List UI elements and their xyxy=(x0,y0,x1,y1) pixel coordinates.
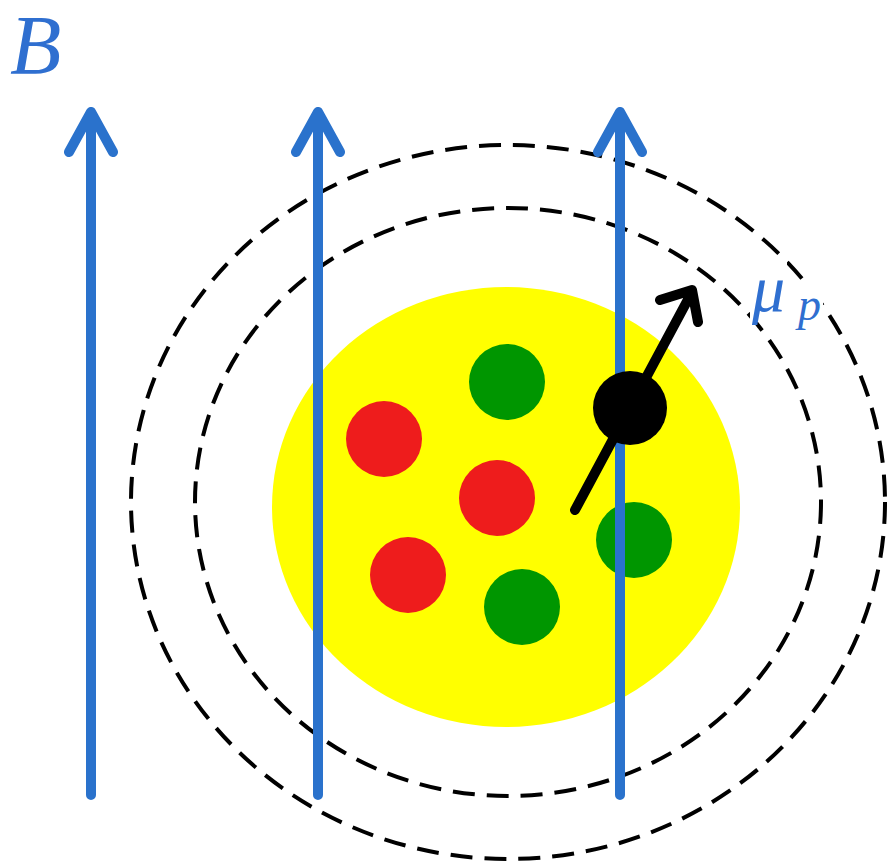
proton-ball xyxy=(370,537,446,613)
field-label: B xyxy=(8,4,63,88)
moment-subscript: p xyxy=(796,282,823,328)
field-arrow xyxy=(296,112,340,795)
moment-label: μ xyxy=(750,256,787,322)
proton-ball xyxy=(459,460,535,536)
proton-ball xyxy=(346,401,422,477)
field-arrow xyxy=(69,112,113,795)
dipole-arrow xyxy=(575,290,698,510)
neutron-ball xyxy=(596,502,672,578)
neutron-ball xyxy=(469,344,545,420)
neutron-ball xyxy=(484,569,560,645)
dashed-orbit xyxy=(195,208,821,796)
nucleus xyxy=(272,287,740,727)
dashed-orbit xyxy=(131,145,885,859)
